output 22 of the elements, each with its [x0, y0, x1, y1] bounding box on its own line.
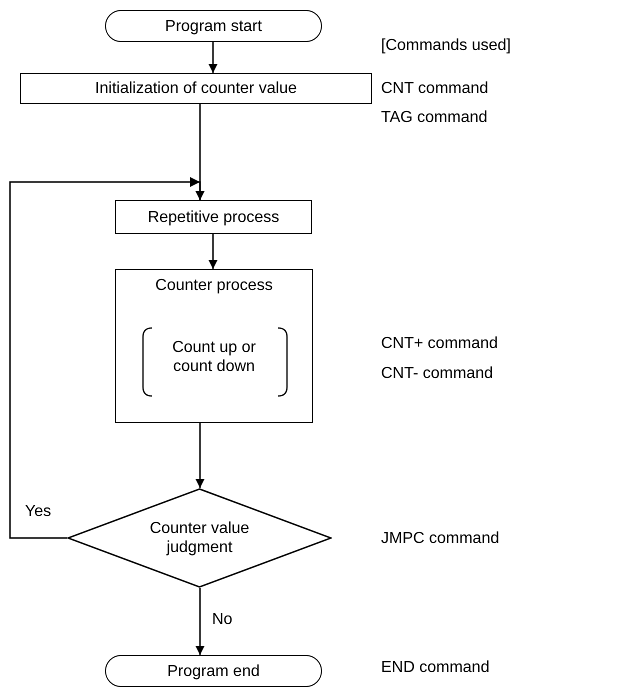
decision-diamond [67, 488, 332, 588]
node-label: Program end [167, 662, 260, 680]
command-label: TAG command [381, 108, 488, 127]
process-box [20, 73, 372, 104]
edge-label: No [212, 610, 232, 629]
command-label: CNT command [381, 79, 488, 98]
node-label: Initialization of counter value [95, 79, 297, 98]
command-label: CNT- command [381, 364, 494, 383]
command-label: CNT+ command [381, 334, 498, 353]
command-label: JMPC command [381, 529, 500, 548]
command-label: END command [381, 658, 490, 677]
node-label: Repetitive process [148, 208, 280, 226]
process-box [115, 200, 312, 234]
node-label: Counter value judgment [148, 519, 250, 557]
column-heading: [Commands used] [381, 36, 511, 55]
edge-label: Yes [25, 502, 52, 521]
process-box [115, 269, 313, 423]
node-label: Program start [165, 16, 262, 36]
terminal-shape [105, 10, 322, 42]
terminal-shape [105, 655, 322, 687]
bracketed-text: Count up or count down [171, 338, 257, 376]
box-title: Counter process [155, 276, 273, 295]
